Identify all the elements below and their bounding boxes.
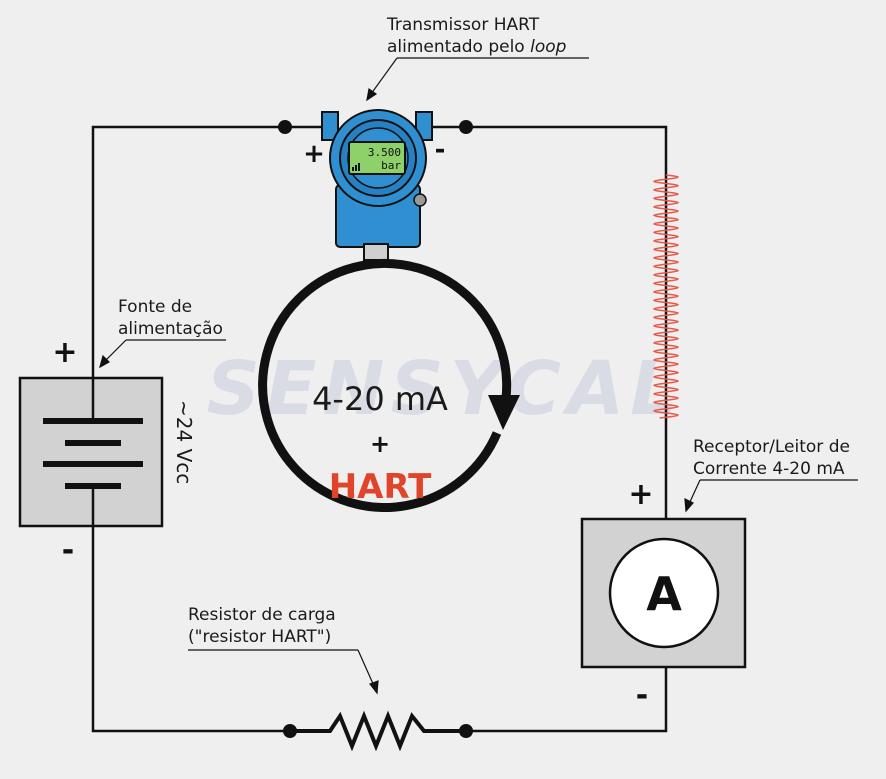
transmitter-display-unit: bar (381, 159, 401, 172)
transmitter-label-line2: alimentado pelo loop (387, 37, 567, 57)
loop-current-circle (258, 258, 520, 512)
power-supply-plus-sign: + (52, 335, 77, 370)
transmitter-plus-sign: + (303, 139, 325, 169)
loop-plus-sign: + (370, 430, 390, 458)
power-supply-voltage: ~24 Vcc (172, 400, 196, 484)
power-supply-minus-sign: - (62, 533, 74, 568)
loop-current-label: 4-20 mA (312, 380, 448, 418)
hart-signal-wave (652, 174, 680, 419)
receiver-minus-sign: - (636, 678, 648, 713)
ammeter-symbol: A (646, 567, 682, 621)
transmitter-minus-sign: - (435, 135, 446, 165)
hart-transmitter (321, 109, 433, 261)
power-supply-label-line2: alimentação (118, 319, 223, 339)
transmitter-label-line1: Transmissor HART (386, 15, 540, 35)
loop-hart-label: HART (329, 467, 432, 507)
transmitter-callout-arrow (366, 57, 589, 102)
watermark: SENSYCAL (207, 346, 684, 432)
transmitter-display-value: 3.500 (368, 146, 401, 159)
resistor-label-line2: ("resistor HART") (188, 627, 331, 647)
receiver-label-line1: Receptor/Leitor de (693, 437, 850, 457)
current-receiver (580, 517, 747, 669)
receiver-label-line2: Corrente 4-20 mA (693, 459, 845, 479)
circuit-wires (91, 125, 668, 733)
resistor-label-line1: Resistor de carga (188, 605, 336, 625)
power-supply-label-line1: Fonte de (118, 297, 192, 317)
receiver-callout-arrow (684, 479, 858, 513)
load-resistor (290, 710, 466, 752)
resistor-callout-arrow (188, 649, 379, 695)
power-supply-callout-arrow (99, 339, 226, 369)
receiver-plus-sign: + (628, 477, 653, 512)
power-supply (18, 376, 164, 528)
